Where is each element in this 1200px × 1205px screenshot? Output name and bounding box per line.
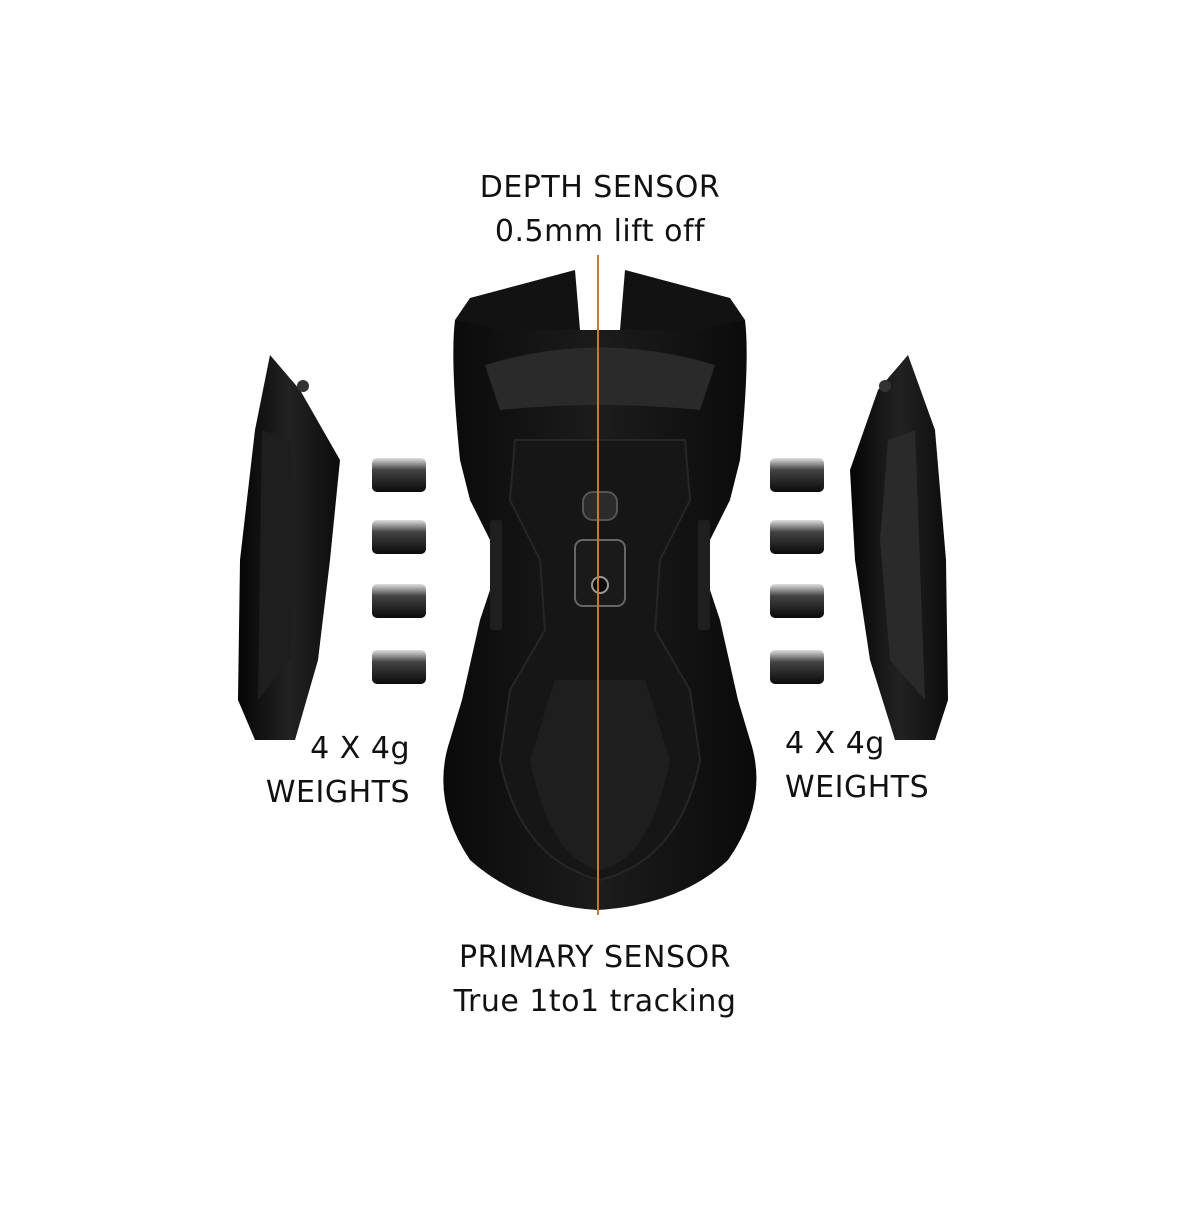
- weights-left-label: 4 X 4g WEIGHTS: [210, 727, 410, 815]
- weight-7: [770, 584, 824, 618]
- weight-4: [372, 650, 426, 684]
- weights-right-label: 4 X 4g WEIGHTS: [785, 722, 985, 810]
- depth-sensor-label: DEPTH SENSOR 0.5mm lift off: [400, 166, 800, 254]
- weights-left-count: 4 X 4g: [310, 731, 410, 766]
- primary-sensor-label: PRIMARY SENSOR True 1to1 tracking: [395, 936, 795, 1024]
- weights-right-count: 4 X 4g: [785, 726, 885, 761]
- weight-3: [372, 584, 426, 618]
- right-side-panel: [850, 355, 948, 740]
- depth-sensor-title: DEPTH SENSOR: [479, 170, 721, 205]
- weight-8: [770, 650, 824, 684]
- weight-2: [372, 520, 426, 554]
- weight-1: [372, 458, 426, 492]
- weights-left-word: WEIGHTS: [265, 775, 410, 810]
- right-weights: [770, 458, 824, 684]
- left-side-panel: [238, 355, 340, 740]
- weights-right-word: WEIGHTS: [785, 770, 930, 805]
- primary-sensor-detail: True 1to1 tracking: [453, 984, 737, 1019]
- mouse-body: [443, 270, 757, 910]
- left-weights: [372, 458, 426, 684]
- weight-5: [770, 458, 824, 492]
- weight-6: [770, 520, 824, 554]
- primary-sensor-title: PRIMARY SENSOR: [459, 940, 731, 975]
- depth-sensor-detail: 0.5mm lift off: [494, 214, 706, 249]
